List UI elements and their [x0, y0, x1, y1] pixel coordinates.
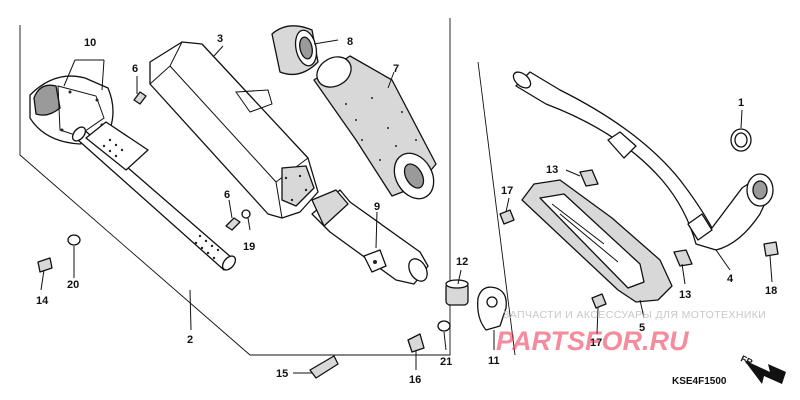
callout-17-lower: 17	[590, 337, 602, 349]
callout-18: 18	[765, 285, 777, 297]
callout-1: 1	[738, 97, 744, 109]
callout-labels: 10 3 6 8 7 6 19 9 14 20 2 15 16 21 12 11…	[36, 33, 777, 386]
washer-20	[67, 234, 81, 246]
part-gasket-ring	[730, 128, 752, 152]
group-frame-pipe	[477, 61, 516, 356]
callout-5: 5	[639, 322, 645, 334]
nut-13-upper	[579, 169, 599, 187]
callout-13-lower: 13	[679, 289, 691, 301]
part-clamp-band	[477, 286, 507, 331]
watermark-logo: PARTSFOR.RU	[496, 326, 690, 356]
part-header-pipe	[512, 71, 774, 251]
callout-17-upper: 17	[501, 185, 513, 197]
front-direction-arrow: FR.	[739, 353, 786, 384]
bolt-17-lower	[591, 293, 607, 309]
part-muffler-body	[149, 41, 319, 219]
callout-10: 10	[84, 37, 96, 49]
callout-13-upper: 13	[546, 164, 558, 176]
watermark-tagline: ЗАПЧАСТИ И АКСЕССУАРЫ ДЛЯ МОТОТЕХНИКИ	[503, 309, 766, 321]
part-connecting-pipe	[311, 189, 429, 285]
bolt-17-upper	[499, 209, 515, 225]
callout-6-upper: 6	[132, 63, 138, 75]
callout-19: 19	[243, 241, 255, 253]
nut-19	[241, 209, 251, 219]
part-gasket	[445, 279, 469, 306]
callout-15: 15	[276, 368, 288, 380]
watermark: ЗАПЧАСТИ И АКСЕССУАРЫ ДЛЯ МОТОТЕХНИКИ PA…	[496, 309, 766, 356]
callout-16: 16	[409, 374, 421, 386]
part-glass-wool	[313, 55, 437, 200]
callout-12: 12	[456, 256, 468, 268]
hardware	[37, 91, 779, 379]
callout-11: 11	[488, 355, 500, 367]
callout-4: 4	[727, 273, 734, 285]
nut-13-lower	[673, 249, 693, 267]
callout-14: 14	[36, 295, 49, 307]
callout-7: 7	[393, 63, 399, 75]
group-frame-muffler	[19, 18, 451, 356]
callout-3: 3	[217, 33, 223, 45]
rivet-lower	[225, 217, 241, 231]
callout-9: 9	[374, 201, 380, 213]
callout-20: 20	[67, 279, 79, 291]
washer-21	[437, 320, 451, 332]
callout-6-lower: 6	[224, 189, 230, 201]
part-packing-ring	[271, 25, 319, 76]
rivet-upper	[133, 91, 147, 105]
callout-8: 8	[347, 36, 353, 48]
callout-21: 21	[440, 356, 452, 368]
part-inner-pipe	[71, 121, 237, 271]
diagram-code: KSE4F1500	[672, 376, 727, 387]
bolt-16	[407, 333, 425, 353]
part-heat-shield	[521, 179, 673, 303]
bolt-15	[309, 355, 339, 379]
nut-18	[763, 241, 779, 257]
leader-lines	[40, 39, 773, 374]
callout-2: 2	[187, 334, 193, 346]
bolt-14	[37, 257, 53, 273]
